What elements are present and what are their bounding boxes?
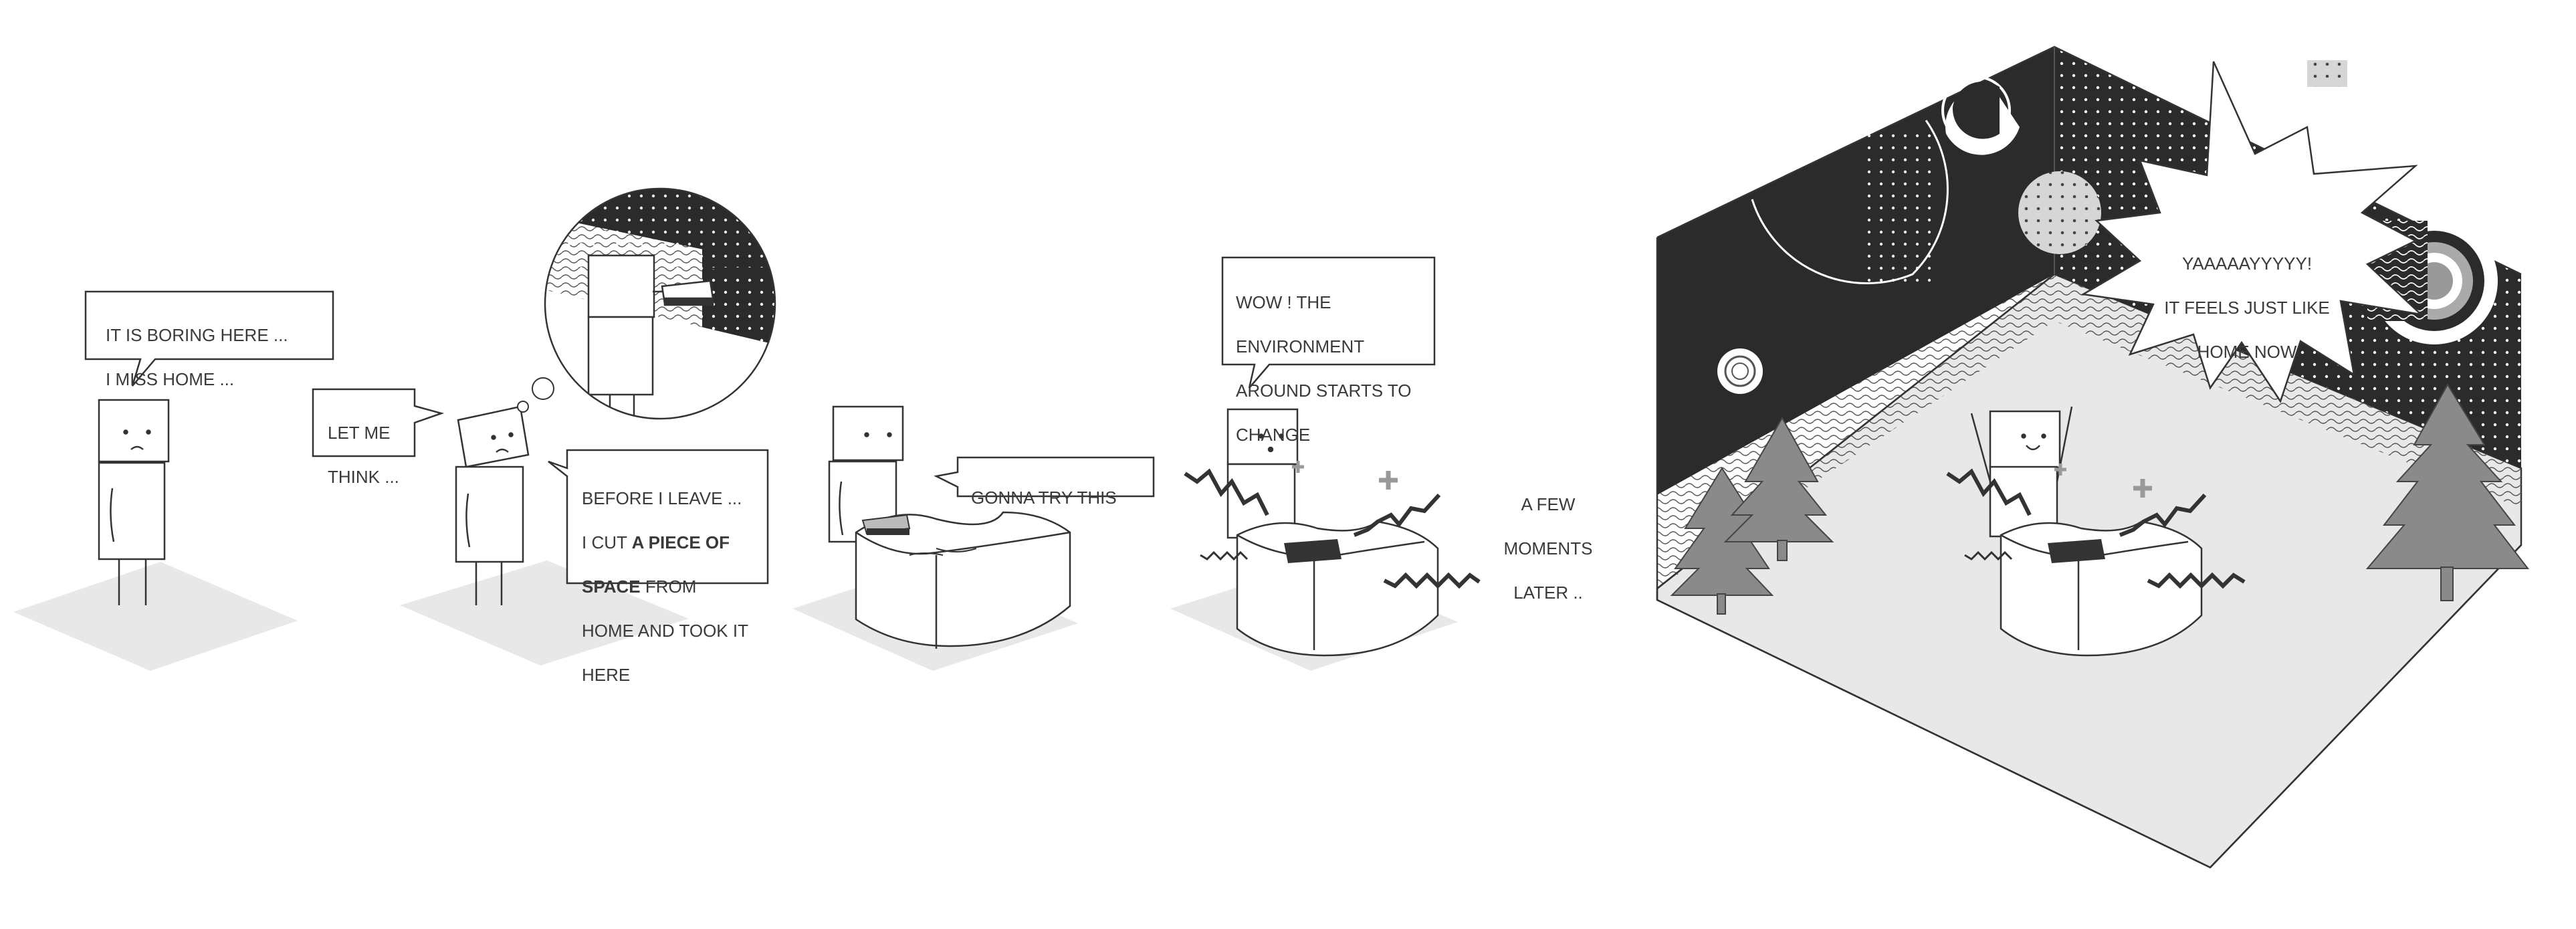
panel-4-speech: WOW ! THE ENVIRONMENT AROUND STARTS TO C… [1236, 270, 1411, 468]
speech-bubble [548, 449, 769, 585]
energy-zigzags [1184, 468, 1481, 589]
caption-line: LATER .. [1513, 583, 1583, 603]
plus-sign [1379, 471, 1398, 490]
speech-line: CHANGE [1236, 425, 1311, 445]
shout-line: HOME NOW [2197, 342, 2297, 362]
thought-dot-large [532, 377, 554, 400]
panel-4 [1170, 256, 1481, 671]
shout-line: YAAAAAYYYYY! [2181, 253, 2313, 274]
transition-caption: A FEW MOMENTS LATER .. [1488, 472, 1608, 626]
speech-bubble [934, 456, 1155, 498]
box-character [1970, 406, 2073, 538]
shout-burst [2080, 61, 2424, 403]
box-character [455, 405, 530, 605]
speech-line: GONNA TRY THIS [971, 488, 1117, 508]
think-line: THINK ... [328, 467, 399, 487]
panel-3-speech: GONNA TRY THIS [971, 465, 1117, 531]
tree-right [2365, 383, 2530, 601]
think-bubble [312, 388, 445, 457]
speech-line: SPACE FROM [582, 576, 748, 598]
speech-bubble [84, 290, 334, 387]
panel-1-speech: IT IS BORING HERE ... I MISS HOME ... [106, 302, 288, 413]
caption-line: MOMENTS [1503, 538, 1593, 558]
panel-1 [13, 290, 334, 671]
shout-line: IT FEELS JUST LIKE [2164, 298, 2330, 318]
speech-line: WOW ! THE [1236, 292, 1331, 312]
think-line: LET ME [328, 423, 391, 443]
speech-emphasis: A PIECE OF [631, 532, 730, 552]
floor-tile [13, 562, 298, 671]
cardboard-box [855, 511, 1071, 649]
box-character [98, 399, 170, 605]
caption-line: A FEW [1521, 494, 1576, 514]
thought-circle [544, 187, 776, 420]
speech-line: IT IS BORING HERE ... [106, 325, 288, 345]
panel-2-speech: BEFORE I LEAVE ... I CUT A PIECE OF SPAC… [582, 466, 748, 708]
speech-text: I CUT [582, 532, 632, 552]
thought-dot-small [517, 401, 529, 413]
dotted-sphere [2018, 171, 2101, 254]
speech-line: ENVIRONMENT [1236, 336, 1365, 356]
panel-3 [792, 405, 1155, 671]
panel-5-room [1656, 45, 2530, 869]
speech-line: BEFORE I LEAVE ... [582, 488, 742, 508]
speech-bubble [1221, 256, 1436, 389]
speech-text: FROM [640, 577, 697, 597]
speech-line: I CUT A PIECE OF [582, 532, 748, 554]
plus-sign [1292, 461, 1304, 473]
panel-2-think: LET ME THINK ... [328, 400, 399, 510]
speech-line: HERE [582, 665, 631, 685]
panel-2 [312, 187, 776, 665]
speech-emphasis: SPACE [582, 577, 641, 597]
plus-sign [2133, 479, 2152, 498]
panel-5-shout: YAAAAAYYYYY! IT FEELS JUST LIKE HOME NOW [2133, 231, 2361, 385]
plus-sign [2054, 463, 2066, 476]
floor-tile [400, 560, 689, 665]
trees-left [1670, 416, 1834, 615]
speech-line: HOME AND TOOK IT [582, 621, 748, 641]
target-circle [1717, 348, 1763, 394]
speech-line: AROUND STARTS TO [1236, 381, 1412, 401]
speech-line: I MISS HOME ... [106, 369, 235, 389]
energy-zigzags [1946, 468, 2246, 589]
